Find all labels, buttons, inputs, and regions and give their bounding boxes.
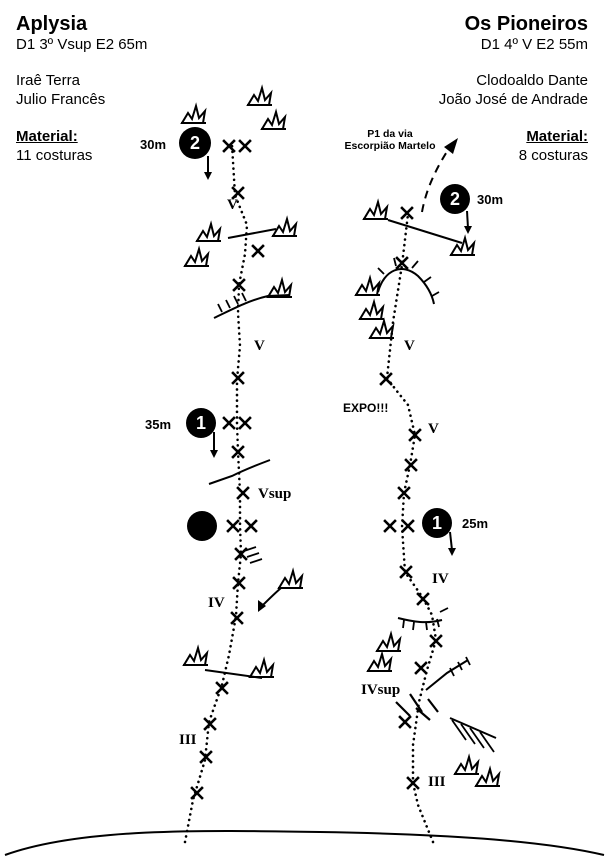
right-roof-hatch: [402, 607, 449, 631]
right-belay-2-length: 30m: [477, 192, 504, 207]
left-unmarked-circle: [187, 511, 217, 541]
right-cracks: [395, 693, 439, 721]
left-material-label: Material:: [16, 128, 78, 145]
right-p1-note-line-1: P1 da via: [367, 128, 413, 140]
left-grade-label: Vsup: [258, 486, 292, 502]
left-ledge-low: [204, 669, 263, 679]
right-expo-note: EXPO!!!: [343, 401, 389, 415]
right-route-author-1: Clodoaldo Dante: [476, 72, 588, 89]
right-route-name: Os Pioneiros: [464, 13, 588, 35]
left-grade-label: V: [227, 197, 238, 213]
left-ledge-top: [227, 228, 277, 239]
right-belay-1-arrow: [449, 531, 453, 551]
left-belay-2-number: 2: [189, 133, 200, 153]
left-route-line: [183, 143, 249, 844]
left-belay-1-number: 1: [195, 413, 206, 433]
left-grade-label: III: [179, 732, 197, 748]
left-bolts: [190, 139, 265, 800]
left-crack-hatch: [243, 546, 263, 564]
left-grade-label: IV: [208, 595, 225, 611]
left-material-value: 11 costuras: [16, 147, 93, 164]
right-belay-2-arrow: [466, 210, 469, 229]
right-grade-label: V: [428, 421, 439, 437]
right-dihedral-hatch: [449, 656, 471, 677]
left-overhang: [213, 294, 291, 319]
right-grade-label: V: [404, 338, 415, 354]
left-route-author-1: Iraê Terra: [16, 72, 80, 89]
right-p1-note: P1 da via Escorpião Martelo: [336, 128, 444, 152]
right-grade-label: IV: [432, 571, 449, 587]
right-ledge-top: [387, 219, 463, 244]
left-route-grade: D1 3º Vsup E2 65m: [16, 36, 148, 53]
right-route-author-2: João José de Andrade: [438, 91, 588, 108]
right-p1-note-line-2: Escorpião Martelo: [344, 140, 436, 153]
right-belay-2-circle: [440, 184, 470, 214]
left-belay-1-circle: [186, 408, 216, 438]
right-slab: [449, 717, 497, 739]
right-belay-2-number: 2: [449, 189, 460, 209]
right-belay-1-length: 25m: [462, 516, 489, 531]
right-material-label: Material:: [526, 128, 588, 145]
link-arrow-head: [444, 138, 458, 154]
right-dihedral: [425, 659, 469, 691]
right-material-value: 8 costuras: [518, 147, 588, 164]
left-roof: [208, 459, 271, 485]
right-route-grade: D1 4º V E2 55m: [480, 36, 588, 53]
right-slab-hatch: [451, 719, 495, 753]
left-fall-arrow-head: [258, 600, 266, 612]
left-grade-label: V: [254, 338, 265, 354]
left-belay-2-circle: [179, 127, 211, 159]
left-fall-arrow: [261, 587, 282, 607]
left-belay-2-length: 30m: [140, 137, 167, 152]
right-belay-1-circle: [422, 508, 452, 538]
right-route-line: [385, 212, 438, 844]
left-overhang-hatch: [217, 292, 247, 313]
left-route-author-2: Julio Francês: [16, 91, 106, 108]
right-grade-label: III: [428, 774, 446, 790]
right-arch: [377, 268, 435, 305]
left-belay-1-length: 35m: [145, 417, 172, 432]
left-route-name: Aplysia: [16, 13, 88, 35]
right-arch-hatch: [377, 257, 440, 297]
ground-line: [4, 829, 605, 856]
link-to-escorpiao-martelo: [421, 149, 449, 213]
right-belay-1-number: 1: [431, 513, 442, 533]
right-grade-label: IVsup: [361, 682, 401, 698]
